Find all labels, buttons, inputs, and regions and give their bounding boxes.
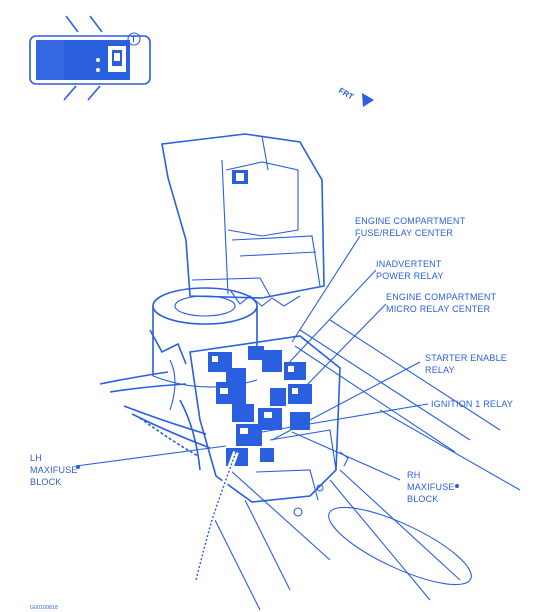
label-line: BLOCK	[407, 494, 439, 504]
label-inadvertent-power-relay: INADVERTENT POWER RELAY	[376, 259, 444, 281]
label-line: MAXIFUSE	[407, 482, 455, 492]
label-line: POWER RELAY	[376, 271, 444, 281]
label-line: ENGINE COMPARTMENT	[355, 216, 466, 226]
label-line: BLOCK	[30, 477, 62, 487]
svg-text:T: T	[131, 35, 136, 44]
label-starter-enable-relay: STARTER ENABLE RELAY	[425, 353, 507, 375]
bullet-icon	[455, 484, 459, 488]
label-line: ENGINE COMPARTMENT	[386, 292, 497, 302]
front-label: FRT	[337, 86, 355, 102]
label-line: FUSE/RELAY CENTER	[355, 228, 453, 238]
relay-blocks	[208, 346, 312, 466]
corrugated-conduit	[193, 450, 239, 581]
label-line: MICRO RELAY CENTER	[386, 304, 491, 314]
engine-compartment-illustration	[99, 133, 521, 611]
label-line: STARTER ENABLE	[425, 353, 507, 363]
label-rh-maxifuse-block: RH MAXIFUSE BLOCK	[407, 470, 459, 504]
label-engine-micro-relay-center: ENGINE COMPARTMENT MICRO RELAY CENTER	[386, 292, 497, 314]
callout-leaders	[75, 235, 429, 481]
label-line: INADVERTENT	[376, 259, 442, 269]
label-ignition-1-relay: IGNITION 1 RELAY	[431, 399, 513, 409]
label-line: LH	[30, 453, 42, 463]
label-line: IGNITION 1 RELAY	[431, 399, 513, 409]
label-line: RH	[407, 470, 420, 480]
label-line: MAXIFUSE	[30, 465, 78, 475]
label-line: RELAY	[425, 365, 455, 375]
front-direction-indicator: FRT	[337, 86, 374, 107]
vehicle-locator-icon: T	[29, 15, 151, 101]
label-lh-maxifuse-block: LH MAXIFUSE BLOCK	[30, 453, 80, 487]
label-engine-fuse-relay-center: ENGINE COMPARTMENT FUSE/RELAY CENTER	[355, 216, 466, 238]
bullet-icon	[76, 465, 80, 469]
figure-code: G00100818	[30, 605, 58, 611]
